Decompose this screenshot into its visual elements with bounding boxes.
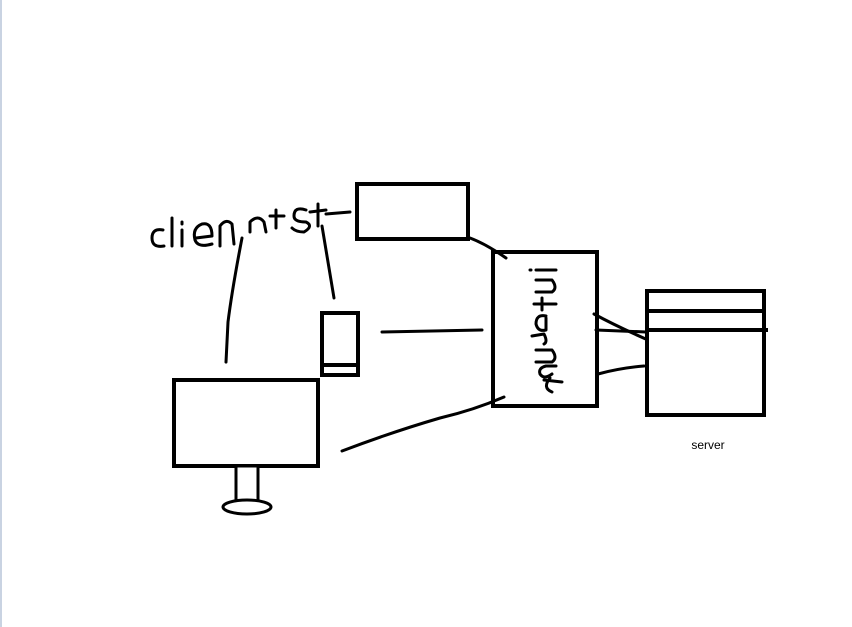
link-internet-to-server-3	[596, 364, 646, 376]
canvas-left-edge	[0, 0, 2, 627]
monitor-icon	[172, 378, 320, 516]
link-monitor-to-internet	[340, 395, 506, 453]
client-box-top	[355, 182, 470, 241]
internet-label: internet	[528, 268, 564, 394]
pointer-to-monitor	[224, 236, 244, 364]
server-label: server	[691, 438, 725, 452]
link-internet-to-server-1	[592, 312, 650, 342]
link-internet-to-server-2	[594, 328, 648, 334]
server-icon	[645, 289, 768, 417]
phone-icon	[320, 311, 360, 377]
pointer-to-phone	[320, 224, 336, 300]
clients-label: clients	[150, 202, 352, 248]
link-top-client-to-internet	[468, 236, 508, 260]
link-phone-to-internet	[380, 328, 484, 334]
